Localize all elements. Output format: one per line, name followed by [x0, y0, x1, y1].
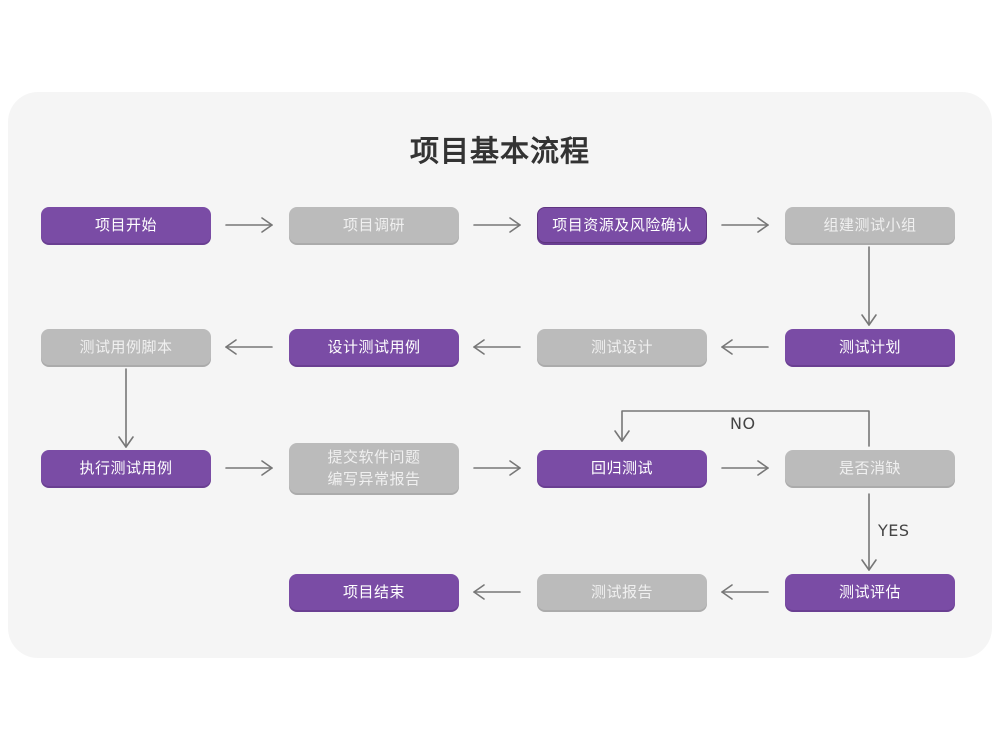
node-project-research[interactable]: 项目调研: [289, 207, 459, 243]
node-project-start[interactable]: 项目开始: [41, 207, 211, 243]
node-submit-defect-report[interactable]: 提交软件问题 编写异常报告: [289, 443, 459, 493]
node-test-design[interactable]: 测试设计: [537, 329, 707, 365]
node-execute-test-case[interactable]: 执行测试用例: [41, 450, 211, 486]
edge-label-no: NO: [730, 414, 756, 433]
node-project-end[interactable]: 项目结束: [289, 574, 459, 610]
node-test-case-script[interactable]: 测试用例脚本: [41, 329, 211, 365]
diagram-card: [8, 92, 992, 658]
node-test-plan[interactable]: 测试计划: [785, 329, 955, 365]
node-form-test-team[interactable]: 组建测试小组: [785, 207, 955, 243]
node-test-evaluation[interactable]: 测试评估: [785, 574, 955, 610]
node-defect-resolved-decision[interactable]: 是否消缺: [785, 450, 955, 486]
node-regression-test[interactable]: 回归测试: [537, 450, 707, 486]
node-test-report[interactable]: 测试报告: [537, 574, 707, 610]
node-resource-risk-confirm[interactable]: 项目资源及风险确认: [537, 207, 707, 243]
node-design-test-case[interactable]: 设计测试用例: [289, 329, 459, 365]
page-title: 项目基本流程: [409, 134, 590, 168]
edge-label-yes: YES: [878, 521, 910, 540]
